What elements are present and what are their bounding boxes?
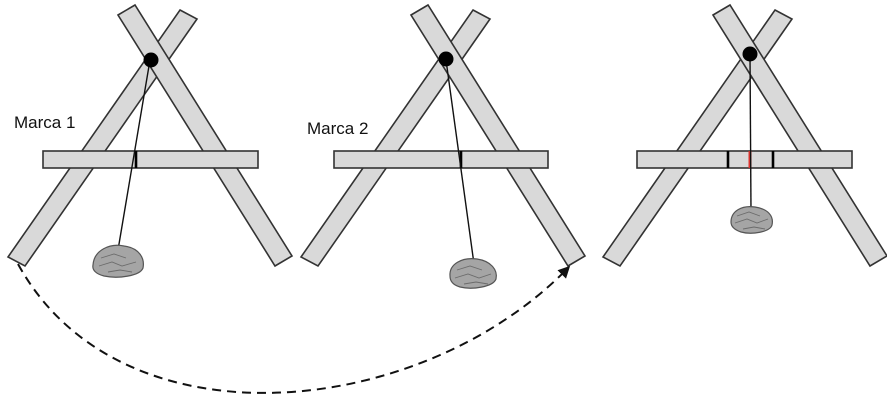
a-frame-3 (601, 3, 887, 268)
mark-2-label: Marca 2 (307, 119, 369, 138)
frame-3-right-leg (711, 3, 887, 268)
a-frame-1 (6, 3, 294, 278)
frame-3-string (749, 54, 752, 213)
frame-2-plumb-rock (449, 258, 497, 289)
frame-1-pivot (143, 52, 159, 68)
frame-3-plumb-rock (730, 206, 773, 234)
frame-1-left-leg (6, 8, 199, 268)
frame-2-crossbar (333, 150, 549, 169)
frame-3-left-leg (601, 8, 794, 268)
frame-3-pivot (742, 46, 758, 62)
frame-1-plumb-rock (92, 244, 144, 278)
frame-2-right-leg (409, 3, 587, 268)
frame-1-crossbar (42, 150, 259, 169)
a-frame-2 (299, 3, 587, 289)
mark-1-label: Marca 1 (14, 113, 76, 132)
frame-1-right-leg (116, 3, 294, 268)
frame-2-pivot (438, 51, 454, 67)
frame-3-crossbar (636, 150, 853, 169)
rotation-arrow (17, 263, 571, 394)
frame-2-left-leg (299, 8, 492, 268)
frame-2-string (445, 59, 475, 265)
frame-1-string (117, 59, 151, 251)
